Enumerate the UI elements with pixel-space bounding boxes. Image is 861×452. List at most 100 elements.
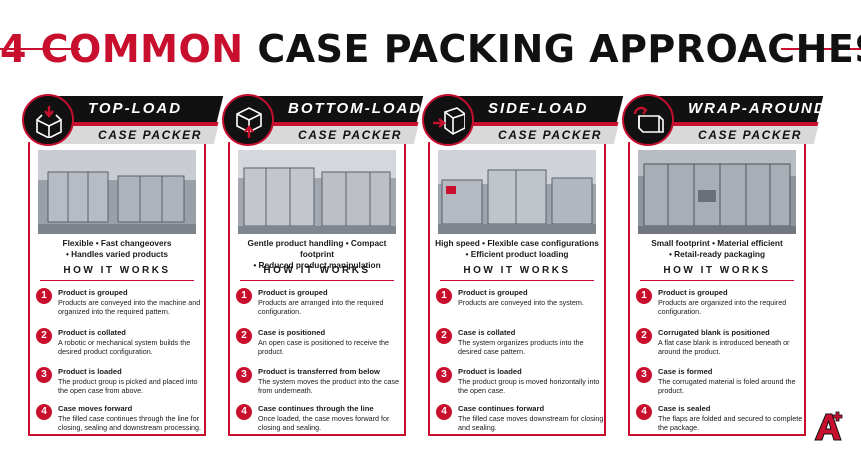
page-title: 4 COMMON CASE PACKING APPROACHES [0, 24, 861, 74]
step-item: 3 Case is formed The corrugated material… [636, 367, 804, 415]
step-item: 2 Corrugated blank is positioned A flat … [636, 328, 804, 376]
card-name: TOP-LOAD [88, 100, 183, 117]
tagline-line-1: High speed • Flexible case configuration… [435, 238, 599, 248]
card-top-load: Flexible • Fast changeovers • Handles va… [22, 94, 224, 436]
tagline-line-2: • Reduced product manipulation [253, 260, 381, 270]
step-item: 4 Case moves forward The filled case con… [36, 404, 204, 452]
step-number-badge: 1 [436, 288, 452, 304]
step-title: Case is positioned [258, 328, 326, 337]
page-title-accent: 4 COMMON [0, 27, 244, 71]
step-description: The corrugated material is foled around … [658, 377, 796, 395]
step-number-badge: 3 [636, 367, 652, 383]
step-description: The product group is picked and placed i… [58, 377, 198, 395]
step-number-badge: 1 [636, 288, 652, 304]
step-description: Once loaded, the case moves forward for … [258, 414, 390, 432]
step-item: 3 Product is loaded The product group is… [436, 367, 604, 415]
step-title: Case continues forward [458, 404, 545, 413]
machine-photo [638, 150, 796, 234]
card-subtitle: CASE PACKER [697, 128, 802, 142]
top-load-box-icon [36, 106, 62, 138]
machine-photo [238, 150, 396, 234]
card-banner-sub: CASE PACKER [647, 126, 819, 144]
card-body: High speed • Flexible case configuration… [428, 142, 606, 436]
title-rule-left [0, 48, 80, 50]
card-body: Small footprint • Material efficient • R… [628, 142, 806, 436]
card-bottom-load: Gentle product handling • Compact footpr… [222, 94, 424, 436]
step-title: Product is collated [58, 328, 126, 337]
step-item: 2 Case is collated The system organizes … [436, 328, 604, 376]
card-emblem [222, 94, 274, 146]
step-item: 3 Product is transferred from below The … [236, 367, 404, 415]
card-tagline: Small footprint • Material efficient • R… [632, 238, 802, 260]
tagline-line-1: Gentle product handling • Compact footpr… [247, 238, 387, 259]
step-description: A robotic or mechanical system builds th… [58, 338, 191, 356]
step-description: A flat case blank is introduced beneath … [658, 338, 790, 356]
bottom-load-box-icon [236, 107, 262, 138]
step-description: The filled case moves downstream for clo… [458, 414, 604, 432]
step-number-badge: 3 [436, 367, 452, 383]
step-number-badge: 2 [236, 328, 252, 344]
card-banner-sub: CASE PACKER [47, 126, 219, 144]
step-item: 4 Case continues through the line Once l… [236, 404, 404, 452]
card-tagline: Flexible • Fast changeovers • Handles va… [32, 238, 202, 260]
card-side-load: High speed • Flexible case configuration… [422, 94, 624, 436]
card-emblem [622, 94, 674, 146]
brand-logo [812, 410, 844, 442]
step-title: Product is loaded [58, 367, 122, 376]
tagline-line-1: Flexible • Fast changeovers [62, 238, 172, 248]
step-title: Product is grouped [658, 288, 728, 297]
step-number-badge: 4 [36, 404, 52, 420]
card-subtitle: CASE PACKER [97, 128, 202, 142]
card-banner-sub: CASE PACKER [447, 126, 619, 144]
step-number-badge: 2 [636, 328, 652, 344]
step-title: Product is loaded [458, 367, 522, 376]
card-name: WRAP-AROUND [688, 100, 827, 117]
step-number-badge: 3 [236, 367, 252, 383]
step-item: 3 Product is loaded The product group is… [36, 367, 204, 415]
tagline-line-2: • Handles varied products [65, 249, 169, 259]
step-title: Product is grouped [458, 288, 528, 297]
side-load-box-icon [433, 107, 465, 135]
step-item: 4 Case continues forward The filled case… [436, 404, 604, 452]
step-description: The filled case continues through the li… [58, 414, 202, 432]
step-title: Product is grouped [58, 288, 128, 297]
how-it-works-heading: HOW IT WORKS [263, 265, 371, 276]
step-description: An open case is positioned to receive th… [258, 338, 390, 356]
step-item: 1 Product is grouped Products are arrang… [236, 288, 404, 336]
step-title: Case continues through the line [258, 404, 374, 413]
card-tagline: Gentle product handling • Compact footpr… [232, 238, 402, 271]
card-name: BOTTOM-LOAD [288, 100, 423, 117]
tagline-line-2: • Retail-ready packaging [668, 249, 766, 259]
machine-photo [38, 150, 196, 234]
how-it-works-heading: HOW IT WORKS [663, 265, 771, 276]
tagline-line-1: Small footprint • Material efficient [651, 238, 783, 248]
step-description: The system moves the product into the ca… [258, 377, 400, 395]
step-number-badge: 2 [36, 328, 52, 344]
machine-photo [438, 150, 596, 234]
step-item: 4 Case is sealed The flaps are folded an… [636, 404, 804, 452]
title-rule-right [781, 48, 861, 50]
card-subtitle: CASE PACKER [497, 128, 602, 142]
how-it-works-divider [440, 280, 594, 281]
step-description: Products are organized into the required… [658, 298, 787, 316]
card-name: SIDE-LOAD [488, 100, 589, 117]
card-wrap-around: Small footprint • Material efficient • R… [622, 94, 827, 436]
step-number-badge: 4 [236, 404, 252, 420]
step-number-badge: 1 [236, 288, 252, 304]
brand-logo-icon [814, 411, 843, 441]
step-item: 1 Product is grouped Products are convey… [436, 288, 604, 336]
step-description: The system organizes products into the d… [458, 338, 584, 356]
step-item: 1 Product is grouped Products are organi… [636, 288, 804, 336]
step-title: Product is grouped [258, 288, 328, 297]
step-number-badge: 3 [36, 367, 52, 383]
card-emblem [22, 94, 74, 146]
step-title: Case is formed [658, 367, 713, 376]
how-it-works-heading: HOW IT WORKS [463, 265, 571, 276]
page-title-rest: CASE PACKING APPROACHES [257, 27, 861, 71]
how-it-works-divider [640, 280, 794, 281]
step-description: The flaps are folded and secured to comp… [658, 414, 803, 432]
step-title: Case is collated [458, 328, 516, 337]
how-it-works-divider [240, 280, 394, 281]
step-description: Products are conveyed into the machine a… [58, 298, 201, 316]
step-description: Products are arranged into the required … [258, 298, 384, 316]
